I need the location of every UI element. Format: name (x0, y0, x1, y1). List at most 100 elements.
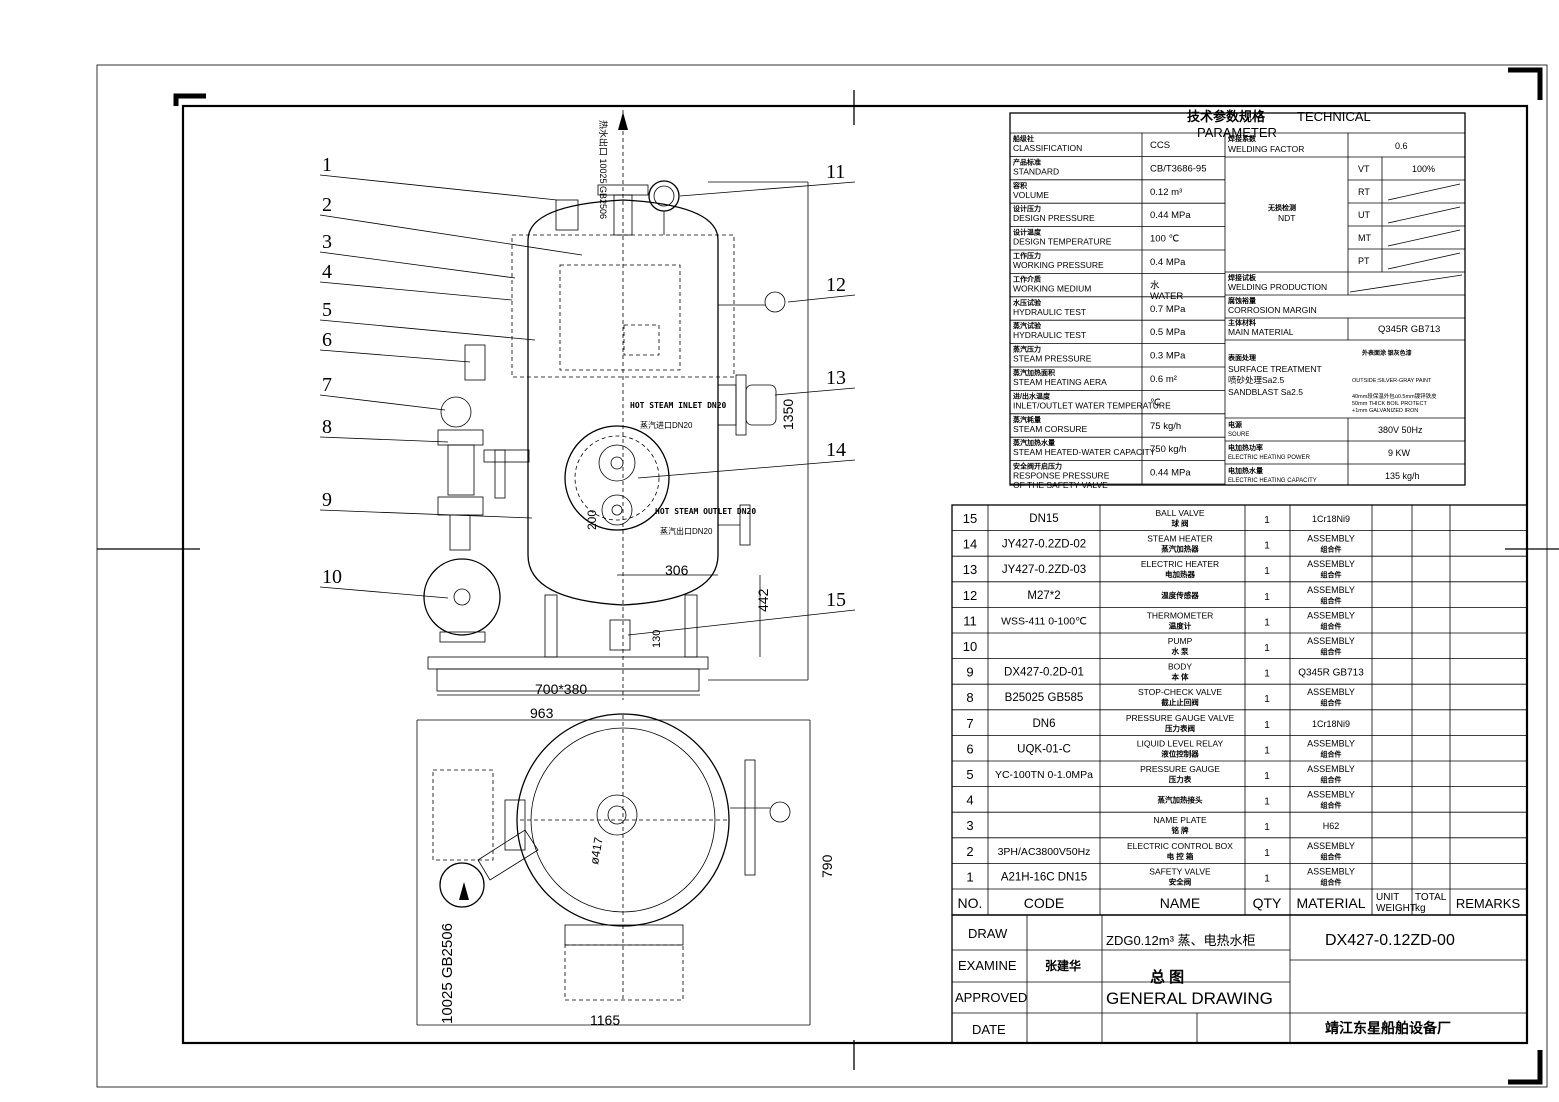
tech-row-value: CB/T3686-95 (1150, 163, 1207, 174)
bom-material: ASSEMBLY (1307, 534, 1355, 544)
drawing-title-cn: 总 图 (1150, 968, 1184, 986)
bom-qty: 1 (1264, 848, 1270, 859)
bom-qty: 1 (1264, 643, 1270, 654)
tech-row-value-line: 750 kg/h (1150, 444, 1186, 455)
bom-material: 1Cr18Ni9 (1312, 719, 1350, 729)
tech-row-en: STANDARD (1013, 166, 1059, 176)
bom-material: ASSEMBLY (1307, 585, 1355, 595)
tech-row-cn: 水压试验 (1013, 298, 1042, 307)
tech-row-en-line: DESIGN TEMPERATURE (1013, 237, 1112, 247)
bom-qty: 1 (1264, 873, 1270, 884)
title-block: DRAW EXAMINE APPROVED DATE 张建华 ZDG0.12m³… (951, 914, 1528, 1044)
bom-material-cn: 组合件 (1321, 698, 1342, 707)
bom-header-unit-weight-line: WEIGHT (1376, 903, 1416, 914)
corrosion-cn: 腐蚀裕量 (1228, 296, 1256, 305)
tech-header-cn: 技术参数规格 (1187, 109, 1266, 124)
inlet-arrow-icon (459, 882, 469, 900)
bom-no: 4 (966, 793, 973, 808)
welding-factor-en: WELDING FACTOR (1228, 144, 1304, 154)
tech-row-en: STEAM CORSURE (1013, 424, 1087, 434)
callout-12: 12 (826, 274, 846, 296)
bom-qty: 1 (1264, 822, 1270, 833)
material-value: Q345R GB713 (1378, 324, 1440, 335)
bom-no: 6 (966, 741, 973, 756)
tech-row-value-line: 100 ℃ (1150, 234, 1179, 245)
bom-material-cn: 组合件 (1321, 775, 1342, 784)
bom-name-en: ELECTRIC CONTROL BOX (1127, 841, 1233, 851)
bom-header-unit-weight-line: UNIT (1376, 892, 1399, 903)
inlet-plan-label: 10025 GB2506 (439, 923, 456, 1024)
bom-name-en: NAME PLATE (1153, 815, 1207, 825)
tech-row-cn: 船级社 (1013, 134, 1034, 143)
insulation: 40mm段保温外包ù0.5mm镀锌铁皮 (1352, 392, 1437, 400)
tech-row-value-line: 0.44 MPa (1150, 210, 1191, 221)
bom-code: DX427-0.2D-01 (1004, 667, 1084, 679)
bom-material: Q345R GB713 (1298, 668, 1364, 679)
bom-header-total-line: kg (1415, 903, 1426, 914)
surface-en: SURFACE TREATMENT (1228, 364, 1322, 374)
drawing-title-en: GENERAL DRAWING (1106, 989, 1273, 1008)
outlet-arrow-icon (618, 112, 628, 130)
bom-material-cn: 组合件 (1321, 749, 1342, 758)
bom-code: 3PH/AC3800V50Hz (998, 846, 1091, 858)
bom-material-cn: 组合件 (1321, 647, 1342, 656)
bom-no: 13 (963, 562, 977, 577)
product-name: ZDG0.12m³ 蒸、电热水柜 (1106, 933, 1256, 948)
bom-no: 15 (963, 511, 977, 526)
tech-row-value-line: CB/T3686-95 (1150, 163, 1207, 174)
bom-name-en: STOP-CHECK VALVE (1138, 687, 1222, 697)
tech-row-value: 0.7 MPa (1150, 304, 1186, 315)
bom-material-cn: 组合件 (1321, 852, 1342, 861)
tech-row-cn: 容积 (1012, 181, 1027, 190)
ndt-method: UT (1358, 210, 1370, 220)
bom-material: ASSEMBLY (1307, 610, 1355, 620)
bom-material-cn: 组合件 (1321, 570, 1342, 579)
dim-130: 130 (651, 630, 663, 648)
bom-name-cn: 球 阀 (1171, 518, 1188, 528)
dim-height: 1350 (780, 399, 796, 430)
tech-row-en-line: INLET/OUTLET WATER TEMPERATURE (1013, 400, 1171, 410)
tech-row-en-line: STEAM HEATING AERA (1013, 377, 1107, 387)
company-name: 靖江东星船舶设备厂 (1325, 1020, 1451, 1036)
tech-row-value: 750 kg/h (1150, 444, 1186, 455)
surface-cn: 表面处理 (1227, 353, 1256, 362)
bom-material-cn: 组合件 (1321, 545, 1342, 554)
bom-material: ASSEMBLY (1307, 790, 1355, 800)
callout-4: 4 (322, 261, 332, 283)
bom-code: DN15 (1029, 513, 1058, 525)
tech-row-value: 0.4 MPa (1150, 257, 1186, 268)
tech-row-en-line: OF THE SAFETY VALVE (1013, 480, 1108, 490)
title-label-approved: APPROVED (955, 990, 1027, 1005)
bom-no: 8 (966, 690, 973, 705)
tech-row-en-line: VOLUME (1013, 190, 1049, 200)
material-en: MAIN MATERIAL (1228, 327, 1294, 337)
ndt-en: NDT (1278, 213, 1295, 223)
bom-qty: 1 (1264, 515, 1270, 526)
dim-790: 790 (819, 854, 835, 878)
bom-qty: 1 (1264, 541, 1270, 552)
tech-row-cn: 蒸汽耗量 (1013, 415, 1041, 424)
dim-200: 200 (585, 510, 599, 530)
tech-row-value-line: 0.5 MPa (1150, 327, 1186, 338)
bom-material-cn: 组合件 (1321, 877, 1342, 886)
tech-row-value: 75 kg/h (1150, 421, 1181, 432)
callout-leaders (319, 174, 856, 636)
tech-row-value-line: ℃ (1150, 397, 1161, 408)
tech-row-value-line: 0.44 MPa (1150, 468, 1191, 479)
tech-row-value-line: 0.12 m³ (1150, 187, 1182, 198)
tech-row-value-line: 0.3 MPa (1150, 351, 1186, 362)
bom-code: B25025 GB585 (1005, 692, 1084, 704)
surface-line3: SANDBLAST Sa2.5 (1228, 387, 1303, 397)
bom-name-cn: 铭 牌 (1171, 825, 1189, 835)
ndt-method: PT (1358, 256, 1370, 266)
bom-header-qty: QTY (1253, 895, 1282, 911)
tech-header-en1: TECHNICAL (1297, 109, 1371, 124)
steam-inlet-cn: 蒸汽进口DN20 (640, 420, 693, 430)
surface-line2: 喷砂处理Sa2.5 (1228, 375, 1284, 385)
callout-7: 7 (322, 374, 332, 396)
examiner-name: 张建华 (1045, 958, 1081, 973)
bom-material: ASSEMBLY (1307, 559, 1355, 569)
